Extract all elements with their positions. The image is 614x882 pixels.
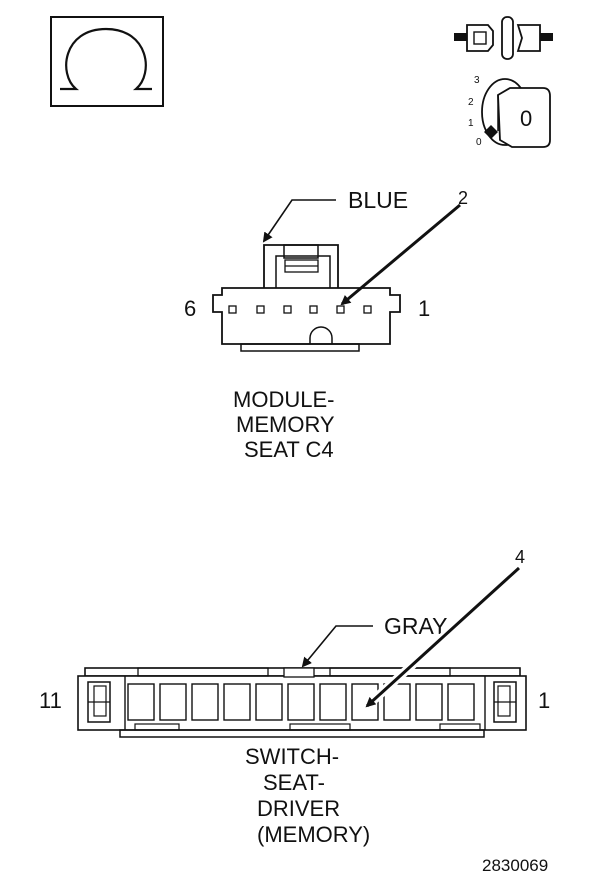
switch-connector-name-line-1: SWITCH-	[245, 744, 339, 769]
connector-c4-name-line-3: SEAT C4	[244, 437, 334, 462]
switch-connector-name-line-3: DRIVER	[257, 796, 340, 821]
connector-c4-cavities	[228, 305, 372, 314]
gray-color-leader	[301, 625, 373, 668]
blue-color-leader	[262, 199, 336, 243]
switch-connector-end-right: 1	[538, 688, 550, 713]
connector-c4-end-right: 1	[418, 296, 430, 321]
switch-connector-color-label: GRAY	[384, 613, 447, 639]
switch-connector-drawing	[77, 667, 527, 738]
ignition-position-3: 3	[474, 75, 480, 86]
switch-connector-pin-callout: 4	[515, 547, 525, 567]
connector-c4-pin-callout: 2	[458, 188, 468, 208]
ohm-meter-icon	[50, 16, 164, 107]
ignition-position-1: 1	[468, 118, 474, 129]
pin-2-leader	[340, 203, 461, 306]
connector-c4-end-left: 6	[184, 296, 196, 321]
pin-4-leader	[365, 566, 521, 708]
ignition-key-icon: 3 2 1 0 0	[468, 75, 551, 148]
switch-connector-name-line-2: SEAT-	[263, 770, 325, 795]
disconnected-connector-icon	[454, 16, 553, 60]
connector-c4-color-label: BLUE	[348, 187, 408, 213]
ignition-position-2: 2	[468, 97, 474, 108]
switch-connector-end-left: 11	[39, 688, 62, 713]
figure-id: 2830069	[482, 856, 548, 875]
connector-c4-name-line-2: MEMORY	[236, 412, 335, 437]
ignition-position-0: 0	[476, 137, 482, 148]
switch-connector-name-line-4: (MEMORY)	[257, 822, 370, 847]
connector-c4-drawing	[212, 244, 401, 352]
connector-c4-name-line-1: MODULE-	[233, 387, 334, 412]
ignition-key-label: 0	[520, 106, 532, 131]
